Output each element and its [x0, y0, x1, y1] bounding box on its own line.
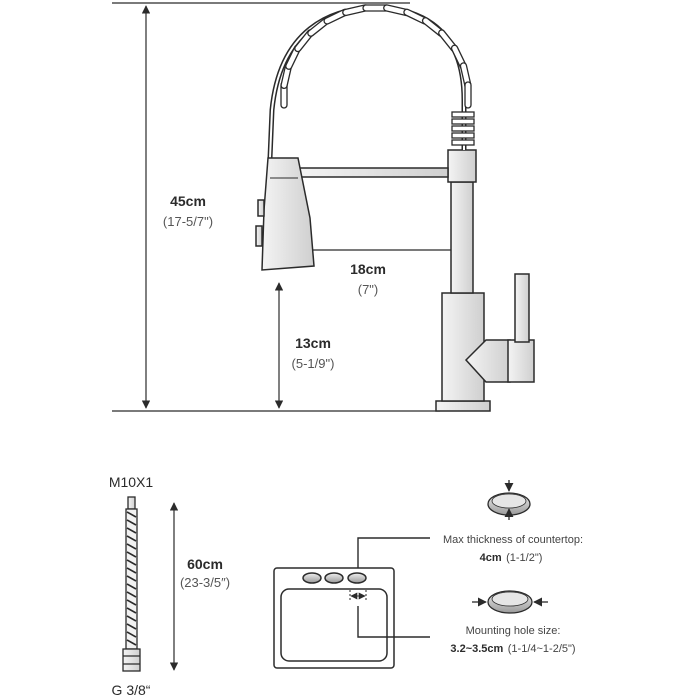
braid-strand — [126, 583, 137, 590]
braid-strand — [126, 615, 137, 622]
total-height-imperial: (17-5/7") — [162, 214, 214, 229]
braid-strand — [126, 519, 137, 526]
hose-bottom-nut — [122, 648, 141, 672]
mounting-hole-3 — [347, 572, 367, 584]
mounting-hole-2 — [324, 572, 344, 584]
mounting-hole-1 — [302, 572, 322, 584]
mounting-hole-leader-line — [357, 606, 430, 638]
mounting-hole-label: Mounting hole size: — [465, 625, 561, 637]
faucet-base — [435, 400, 491, 412]
hose-length-imperial: (23-3/5″) — [179, 575, 231, 590]
countertop-imperial: (1-1/2") — [506, 552, 543, 564]
faucet-column — [450, 181, 474, 294]
spray-button-top — [257, 199, 265, 217]
sink-illustration — [273, 537, 430, 669]
clearance-value: 13cm — [295, 335, 331, 351]
countertop-thickness-icon — [487, 480, 531, 520]
mounting-hole-spec: 3.2~3.5cm (1-1/4~1-2/5") — [450, 640, 575, 656]
braid-strand — [126, 599, 137, 606]
handle-lever — [514, 273, 530, 343]
braid-strand — [126, 567, 137, 574]
countertop-leader-line — [357, 537, 430, 568]
braid-strand — [126, 575, 137, 582]
hose-bottom-thread-label: G 3/8“ — [111, 682, 151, 698]
braid-strand — [126, 559, 137, 566]
countertop-spec: 4cm (1-1/2") — [480, 549, 543, 565]
braid-strand — [126, 551, 137, 558]
braid-strand — [126, 527, 137, 534]
countertop-label: Max thickness of countertop: — [442, 534, 584, 546]
clearance-imperial: (5-1/9") — [291, 356, 335, 371]
countertop-value: 4cm — [479, 552, 502, 564]
support-arm — [297, 167, 449, 178]
hose-braid-pattern — [126, 511, 137, 646]
braid-strand — [126, 591, 137, 598]
total-height-value: 45cm — [170, 193, 206, 209]
hose-top-thread-label: M10X1 — [108, 474, 154, 490]
supply-hose-illustration — [122, 496, 179, 672]
faucet-collar — [447, 149, 477, 183]
braid-strand — [126, 535, 137, 542]
braid-strand — [126, 511, 137, 518]
braid-strand — [126, 543, 137, 550]
braid-strand — [126, 639, 137, 646]
mounting-hole-size-icon — [472, 590, 548, 614]
sink-basin — [280, 588, 388, 662]
spring-base — [451, 111, 475, 146]
faucet-illustration — [255, 5, 535, 412]
braid-strand — [126, 631, 137, 638]
hose-top-fitting — [127, 496, 136, 510]
reach-imperial: (7") — [357, 282, 379, 297]
handle-block — [507, 339, 535, 383]
mounting-hole-imperial: (1-1/4~1-2/5") — [507, 643, 576, 655]
reach-value: 18cm — [350, 261, 386, 277]
mounting-hole-value: 3.2~3.5cm — [450, 643, 504, 655]
braid-strand — [126, 607, 137, 614]
spring-coil — [464, 81, 472, 109]
hose-length-value: 60cm — [187, 556, 223, 572]
braid-strand — [126, 623, 137, 630]
spray-button-bottom — [255, 225, 263, 247]
faucet-body — [441, 292, 485, 402]
spring-coils — [280, 4, 472, 109]
